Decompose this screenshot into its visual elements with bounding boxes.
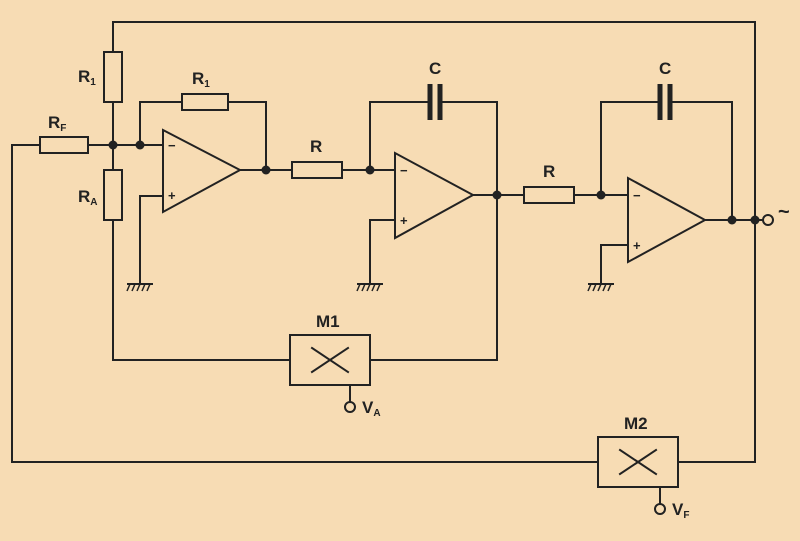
opamp-1 xyxy=(162,128,243,214)
wire-c3-left xyxy=(600,101,659,196)
label-r-right: R xyxy=(543,162,555,181)
junction-dots xyxy=(108,140,760,225)
ground-icon xyxy=(587,283,614,292)
capacitor-c-right xyxy=(657,84,673,120)
wire-fb1-left xyxy=(139,101,183,146)
opamp-3 xyxy=(627,176,708,264)
wire-c2-left xyxy=(369,101,429,171)
label-va: VA xyxy=(362,398,381,419)
wires xyxy=(11,21,765,505)
label-rf: RF xyxy=(48,113,66,134)
resistor-ra xyxy=(103,169,123,221)
wire-rf-m2 xyxy=(11,144,599,463)
opamp-2 xyxy=(394,151,476,240)
label-c-mid: C xyxy=(429,59,441,78)
label-r1-feedback: R1 xyxy=(192,69,210,90)
ground-icon xyxy=(356,283,383,292)
wire-plus2-gnd xyxy=(369,219,396,283)
opamp1-minus-label: − xyxy=(168,138,176,153)
wire-plus1-gnd xyxy=(139,195,164,283)
label-c-right: C xyxy=(659,59,671,78)
wire-m2-out xyxy=(677,219,756,463)
opamp2-plus-label: + xyxy=(400,213,408,228)
multiplier-m1 xyxy=(289,334,371,386)
label-m1: M1 xyxy=(316,312,340,331)
output-terminal xyxy=(762,214,774,226)
resistor-r-right xyxy=(523,186,575,204)
capacitor-c-mid xyxy=(427,84,443,120)
resistor-r1-feedback xyxy=(181,93,229,111)
resistor-r-mid xyxy=(291,161,343,179)
resistor-r1-top xyxy=(103,51,123,103)
opamp1-plus-label: + xyxy=(168,188,176,203)
opamp3-plus-label: + xyxy=(633,238,641,253)
resistor-rf xyxy=(39,136,89,154)
ground-icon xyxy=(126,283,153,292)
label-r1-top: R1 xyxy=(78,67,96,88)
label-ra: RA xyxy=(78,187,98,208)
wire-c2-right xyxy=(441,101,498,196)
opamp2-minus-label: − xyxy=(400,163,408,178)
label-output-symbol: ~ xyxy=(778,201,790,223)
wire-plus3-gnd xyxy=(600,244,629,283)
wire-fb1-right xyxy=(227,101,267,171)
wire-m1-stage2 xyxy=(369,194,498,361)
label-r-mid: R xyxy=(310,137,322,156)
wire-c3-right xyxy=(671,101,733,221)
label-m2: M2 xyxy=(624,414,648,433)
multiplier-m2 xyxy=(597,436,679,488)
wire-ra-m1 xyxy=(112,219,291,361)
vf-terminal xyxy=(654,503,666,515)
opamp3-minus-label: − xyxy=(633,188,641,203)
label-vf: VF xyxy=(672,500,689,521)
va-terminal xyxy=(344,401,356,413)
wire-top-feedback xyxy=(112,21,756,221)
